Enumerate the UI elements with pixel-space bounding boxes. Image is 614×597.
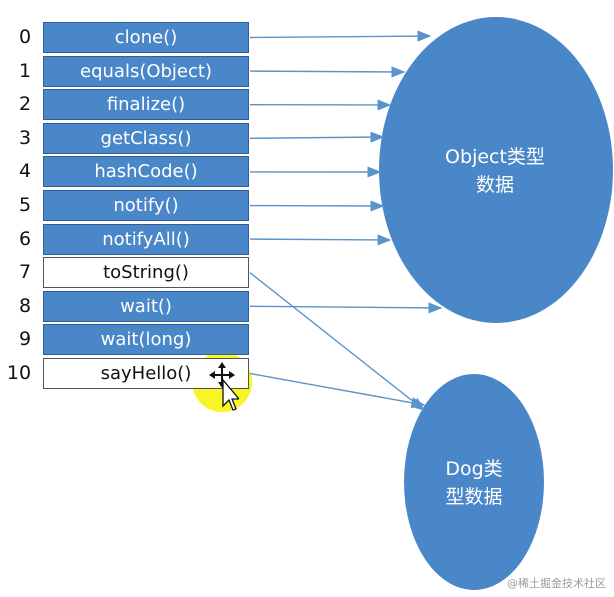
method-cell: sayHello() <box>43 358 249 389</box>
row-index: 0 <box>18 26 32 48</box>
row-index: 2 <box>18 93 32 116</box>
row-index: 5 <box>18 194 32 216</box>
row-index: 8 <box>18 294 32 317</box>
row-index: 3 <box>18 126 32 149</box>
method-cell: getClass() <box>43 122 249 154</box>
dog-type-label-line2: 型数据 <box>445 486 503 508</box>
pointer-arrow <box>249 372 426 409</box>
method-cell: hashCode() <box>43 156 249 188</box>
method-cell: finalize() <box>43 89 249 121</box>
method-cell: equals(Object) <box>43 55 249 87</box>
pointer-arrow <box>249 272 426 411</box>
object-type-label-line1: Object类型 <box>445 146 545 168</box>
pointer-arrow <box>249 200 385 212</box>
watermark: @稀土掘金技术社区 <box>507 577 606 590</box>
dog-type-label-line1: Dog类 <box>445 458 503 480</box>
method-cell: wait(long) <box>43 324 249 356</box>
pointer-arrow <box>249 234 392 246</box>
object-type-label: Object类型 数据 <box>410 143 580 199</box>
pointer-arrow <box>249 131 385 143</box>
pointer-arrow <box>249 302 443 314</box>
row-index: 4 <box>18 160 32 183</box>
cursor-move-icon <box>209 362 239 411</box>
pointer-arrow <box>249 66 406 78</box>
row-index: 9 <box>18 328 32 351</box>
dog-type-ellipse <box>404 374 544 590</box>
method-cell: toString() <box>43 257 249 289</box>
dog-type-label: Dog类 型数据 <box>414 455 534 511</box>
pointer-arrow <box>249 30 432 42</box>
row-index: 6 <box>18 227 32 250</box>
method-cell: clone() <box>43 22 249 53</box>
object-type-ellipse <box>379 17 613 323</box>
row-index: 7 <box>18 261 32 284</box>
row-index: 10 <box>6 362 32 384</box>
method-cell: wait() <box>43 290 249 322</box>
object-type-label-line2: 数据 <box>475 174 514 196</box>
row-index: 1 <box>18 59 32 82</box>
method-cell: notifyAll() <box>43 223 249 255</box>
method-cell: notify() <box>43 190 249 221</box>
